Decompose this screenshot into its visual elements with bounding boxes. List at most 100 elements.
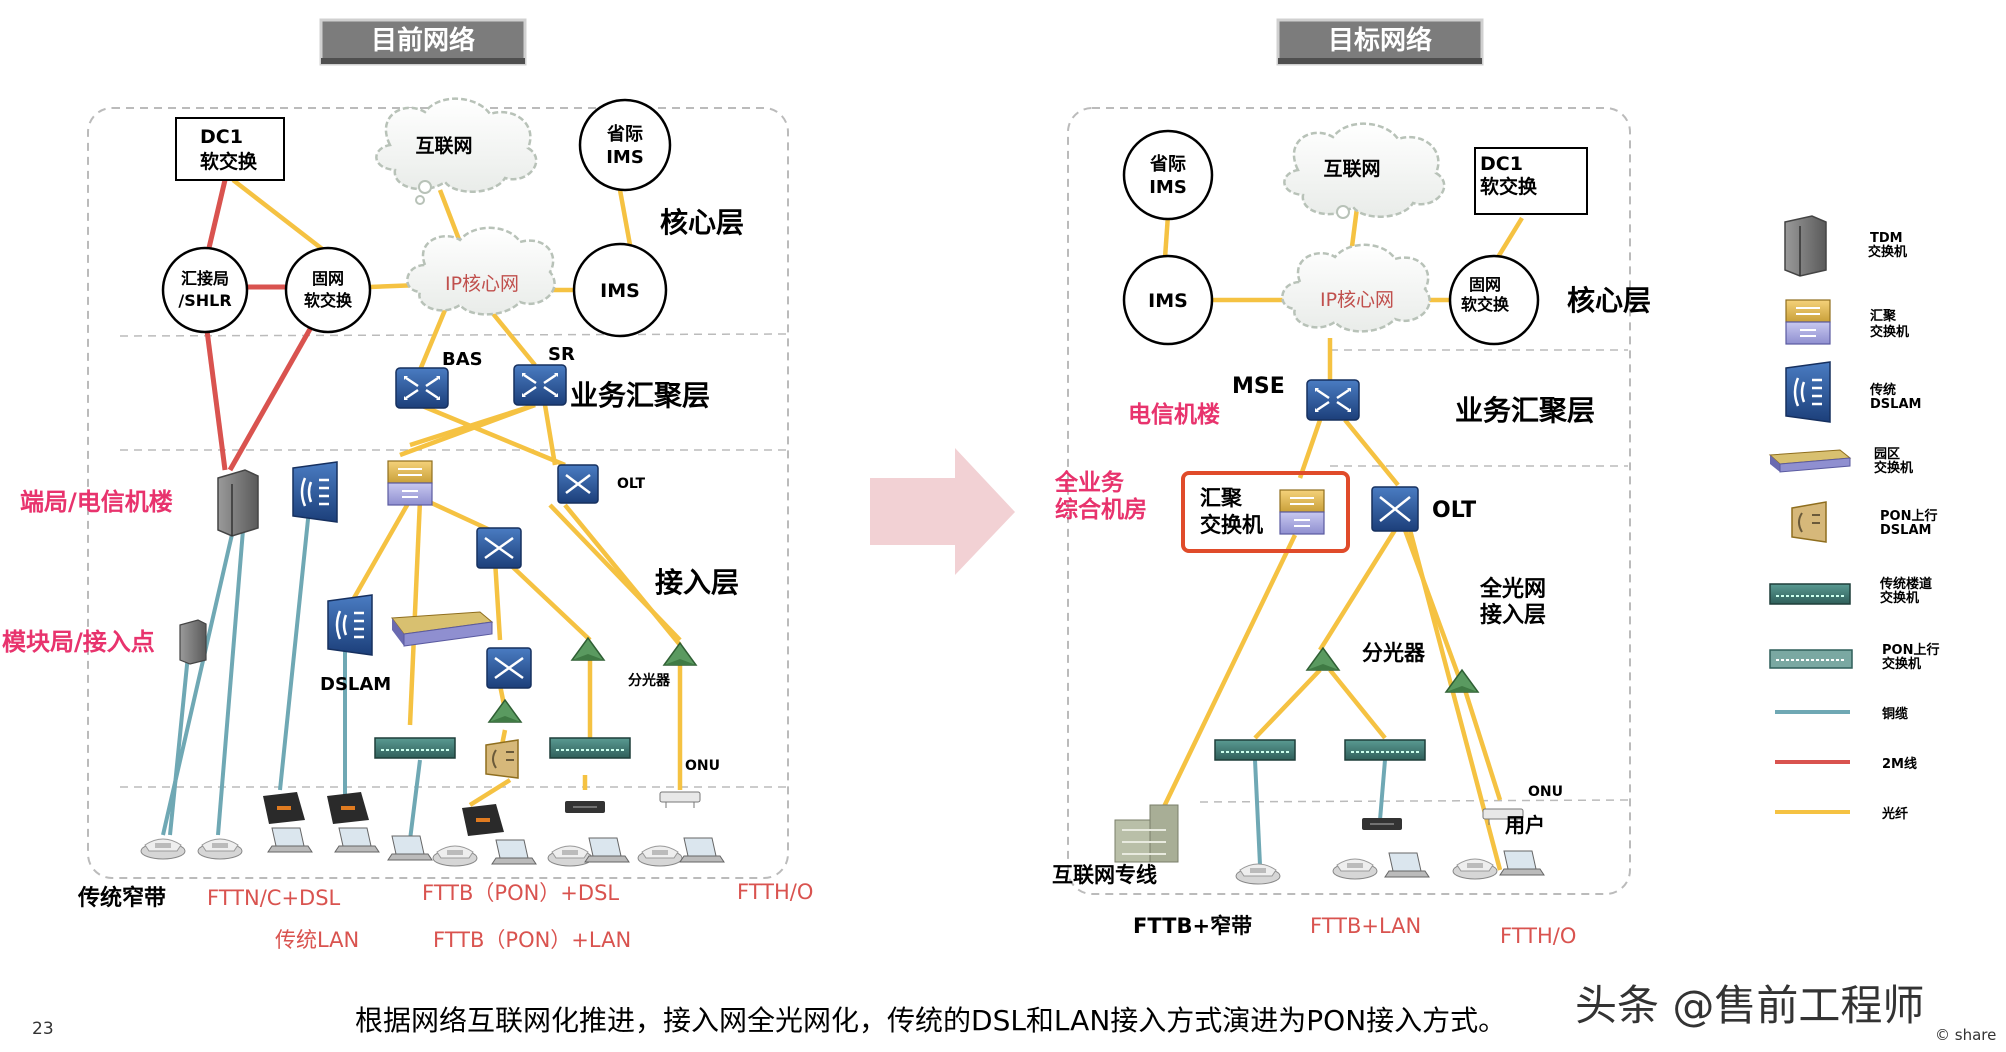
- svg-text:DC1: DC1: [1480, 153, 1523, 175]
- left-modem-icon-1: [263, 792, 305, 824]
- left-core-layer-label: 核心层: [660, 206, 744, 239]
- svg-text:园区: 园区: [1874, 447, 1900, 462]
- svg-text:/SHLR: /SHLR: [178, 291, 231, 310]
- right-splitter-label: 分光器: [1362, 641, 1426, 665]
- right-olt-icon: [1371, 486, 1419, 532]
- left-pon-router-icon: [486, 647, 532, 689]
- legend: TDM 交换机 汇聚 交换机 传统 DSLAM 园区 交换机 PON上行 DSL…: [1768, 215, 1939, 822]
- left-olt-icon: [557, 464, 599, 504]
- left-corridor-switch-icon: [374, 737, 456, 759]
- svg-text:2M线: 2M线: [1882, 756, 1917, 772]
- left-bas-label: BAS: [442, 349, 483, 370]
- left-laptop-icon-5: [584, 837, 630, 863]
- right-header-box: [1276, 18, 1484, 66]
- left-ims: IMS: [572, 242, 668, 338]
- right-pon-switch-icon-2: [1344, 739, 1426, 761]
- left-bas-router-icon: [394, 366, 450, 410]
- svg-text:软交换: 软交换: [1461, 295, 1510, 314]
- svg-text:IMS: IMS: [1149, 177, 1187, 198]
- right-telecom-building-label: 电信机楼: [1128, 401, 1220, 428]
- right-intl-ims: 省际 IMS: [1122, 129, 1214, 221]
- svg-text:软交换: 软交换: [1480, 175, 1538, 198]
- right-ftth-label: FTTH/O: [1500, 924, 1576, 948]
- svg-text:传统楼道: 传统楼道: [1879, 576, 1932, 592]
- right-aggregation-switch-icon: [1279, 489, 1325, 535]
- left-header: 目前网络: [371, 25, 475, 56]
- svg-text:DC1: DC1: [200, 126, 243, 148]
- left-fttb-dsl-label: FTTB（PON）+DSL: [422, 881, 619, 905]
- right-mse-router-icon: [1305, 378, 1361, 422]
- left-intl-ims: 省际 IMS: [578, 98, 672, 192]
- svg-text:接入层: 接入层: [1480, 603, 1546, 628]
- left-modem-icon-2: [327, 792, 369, 824]
- left-dslam-label: DSLAM: [320, 674, 391, 695]
- left-laptop-icon-3: [387, 835, 433, 861]
- right-ip-core-cloud: IP核心网: [1281, 243, 1431, 333]
- left-ftth-label: FTTH/O: [737, 880, 813, 904]
- left-ip-core-label: IP核心网: [445, 273, 519, 295]
- right-ims: IMS: [1122, 254, 1214, 346]
- left-dc1-softswitch: DC1 软交换: [175, 117, 285, 181]
- left-fiber-lines: [231, 178, 683, 807]
- left-laptop-icon-4: [491, 839, 537, 865]
- right-mse-label: MSE: [1232, 374, 1285, 399]
- copyright: © share: [1935, 1026, 1996, 1044]
- svg-text:软交换: 软交换: [304, 291, 353, 310]
- right-phone-icon-2: [1332, 858, 1378, 880]
- left-olt-label: OLT: [617, 476, 646, 492]
- legend-tdm-switch-icon: [1784, 215, 1827, 277]
- svg-text:DSLAM: DSLAM: [1880, 523, 1931, 538]
- svg-text:IMS: IMS: [606, 147, 644, 168]
- svg-text:传统: 传统: [1869, 382, 1896, 398]
- left-module-switch-icon: [179, 619, 207, 665]
- right-full-service-label-1: 全业务: [1054, 469, 1125, 496]
- right-panel-border: [1067, 107, 1631, 895]
- left-onu-icon: [659, 791, 701, 809]
- left-phone-icon-4: [547, 845, 593, 867]
- right-copper-lines: [1253, 759, 1387, 866]
- right-onu-label: ONU: [1528, 784, 1563, 800]
- right-full-service-label-2: 综合机房: [1055, 496, 1147, 523]
- left-dslam-icon: [326, 593, 374, 657]
- left-laptop-icon-1: [267, 827, 313, 853]
- svg-text:省际: 省际: [1149, 153, 1186, 175]
- svg-text:汇聚: 汇聚: [1200, 486, 1243, 510]
- svg-text:交换机: 交换机: [1870, 324, 1909, 340]
- right-agg-switch-highlight: [1181, 471, 1350, 553]
- left-legacy-lan-label: 传统LAN: [275, 928, 359, 952]
- right-header: 目标网络: [1328, 25, 1432, 56]
- right-core-layer-label: 核心层: [1567, 284, 1651, 317]
- svg-text:DSLAM: DSLAM: [1870, 397, 1921, 412]
- left-module-office-label: 模块局/接入点: [2, 628, 155, 656]
- legend-pon-dslam-icon: [1791, 501, 1827, 543]
- legend-corridor-switch-icon: [1769, 583, 1851, 605]
- right-phone-icon-1: [1235, 863, 1281, 885]
- svg-text:汇聚: 汇聚: [1870, 309, 1897, 324]
- left-access-layer-label: 接入层: [655, 566, 739, 599]
- left-end-office-label: 端局/电信机楼: [20, 488, 173, 516]
- svg-text:光纤: 光纤: [1881, 806, 1908, 822]
- right-agg-layer-label: 业务汇聚层: [1455, 394, 1595, 427]
- right-internet-cloud: 互联网: [1283, 122, 1446, 219]
- right-fttb-lan-label: FTTB+LAN: [1310, 914, 1421, 938]
- right-fttb-narrow-label: FTTB+窄带: [1133, 914, 1252, 938]
- svg-text:全光网: 全光网: [1479, 576, 1546, 602]
- left-laptop-icon-6: [679, 837, 725, 863]
- left-agg-layer-label: 业务汇聚层: [570, 379, 710, 412]
- right-phone-icon-3: [1452, 858, 1498, 880]
- left-fixed-softswitch: 固网 软交换: [284, 246, 372, 334]
- svg-text:固网: 固网: [312, 269, 344, 288]
- left-dslam-icon-top: [291, 460, 339, 524]
- left-copper-lines: [161, 499, 422, 841]
- left-ip-core-cloud: IP核心网: [406, 226, 556, 316]
- right-onu-dark-icon: [1361, 817, 1403, 831]
- left-splitter-icon-2: [663, 642, 697, 666]
- right-laptop-icon-2: [1499, 850, 1545, 876]
- svg-text:TDM: TDM: [1870, 231, 1903, 246]
- left-legacy-narrowband-label: 传统窄带: [77, 885, 166, 911]
- right-splitter-icon-1: [1306, 647, 1340, 671]
- left-tdm-switch-icon: [217, 469, 259, 537]
- left-splitter-icon-1: [571, 637, 605, 661]
- svg-text:汇接局: 汇接局: [181, 269, 229, 288]
- left-phone-icon-1: [140, 838, 186, 860]
